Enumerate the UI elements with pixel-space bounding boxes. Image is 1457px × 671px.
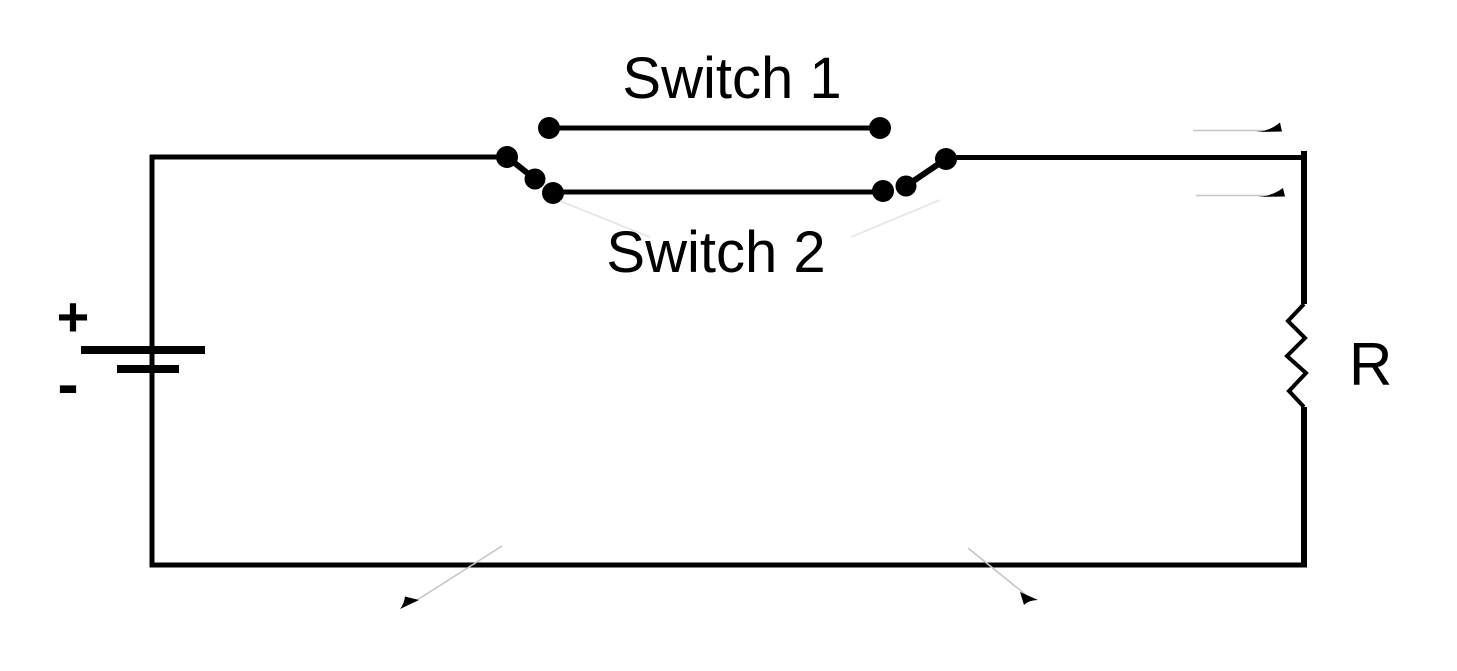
selector-left xyxy=(496,146,546,190)
switch-1-left-contact xyxy=(538,117,560,139)
artifact-hook-bottom-right xyxy=(1020,592,1038,605)
switch-2: Switch 2 xyxy=(542,180,894,285)
switch-2-left-contact xyxy=(542,182,564,204)
resistor-zigzag xyxy=(1284,302,1309,409)
battery-positive-label: + xyxy=(57,285,90,348)
selector-right-tip xyxy=(895,175,917,197)
artifact-hook-top-right-2 xyxy=(1258,188,1285,197)
edit-artifacts xyxy=(400,122,1285,609)
battery: + - xyxy=(57,285,205,420)
switch-1-right-contact xyxy=(869,117,891,139)
artifact-diagonal-right xyxy=(850,199,941,238)
switch-2-right-contact xyxy=(872,180,894,202)
switch-1: Switch 1 xyxy=(538,46,891,139)
resistor: R xyxy=(1284,302,1392,409)
artifact-line-bottom-left xyxy=(413,545,503,603)
switch-2-label: Switch 2 xyxy=(606,220,825,285)
resistor-label: R xyxy=(1349,331,1392,398)
selector-right-pivot xyxy=(935,148,957,170)
selector-right xyxy=(895,148,957,197)
selector-left-tip xyxy=(524,168,546,190)
artifact-line-bottom-right xyxy=(967,547,1027,596)
artifact-hook-top-right-1 xyxy=(1256,122,1282,132)
switch-1-label: Switch 1 xyxy=(622,46,841,111)
selector-left-pivot xyxy=(496,146,518,168)
wires xyxy=(149,151,1307,568)
artifact-hook-bottom-left xyxy=(400,596,419,609)
battery-negative-label: - xyxy=(57,348,78,420)
artifact-diagonal-left xyxy=(559,200,651,238)
